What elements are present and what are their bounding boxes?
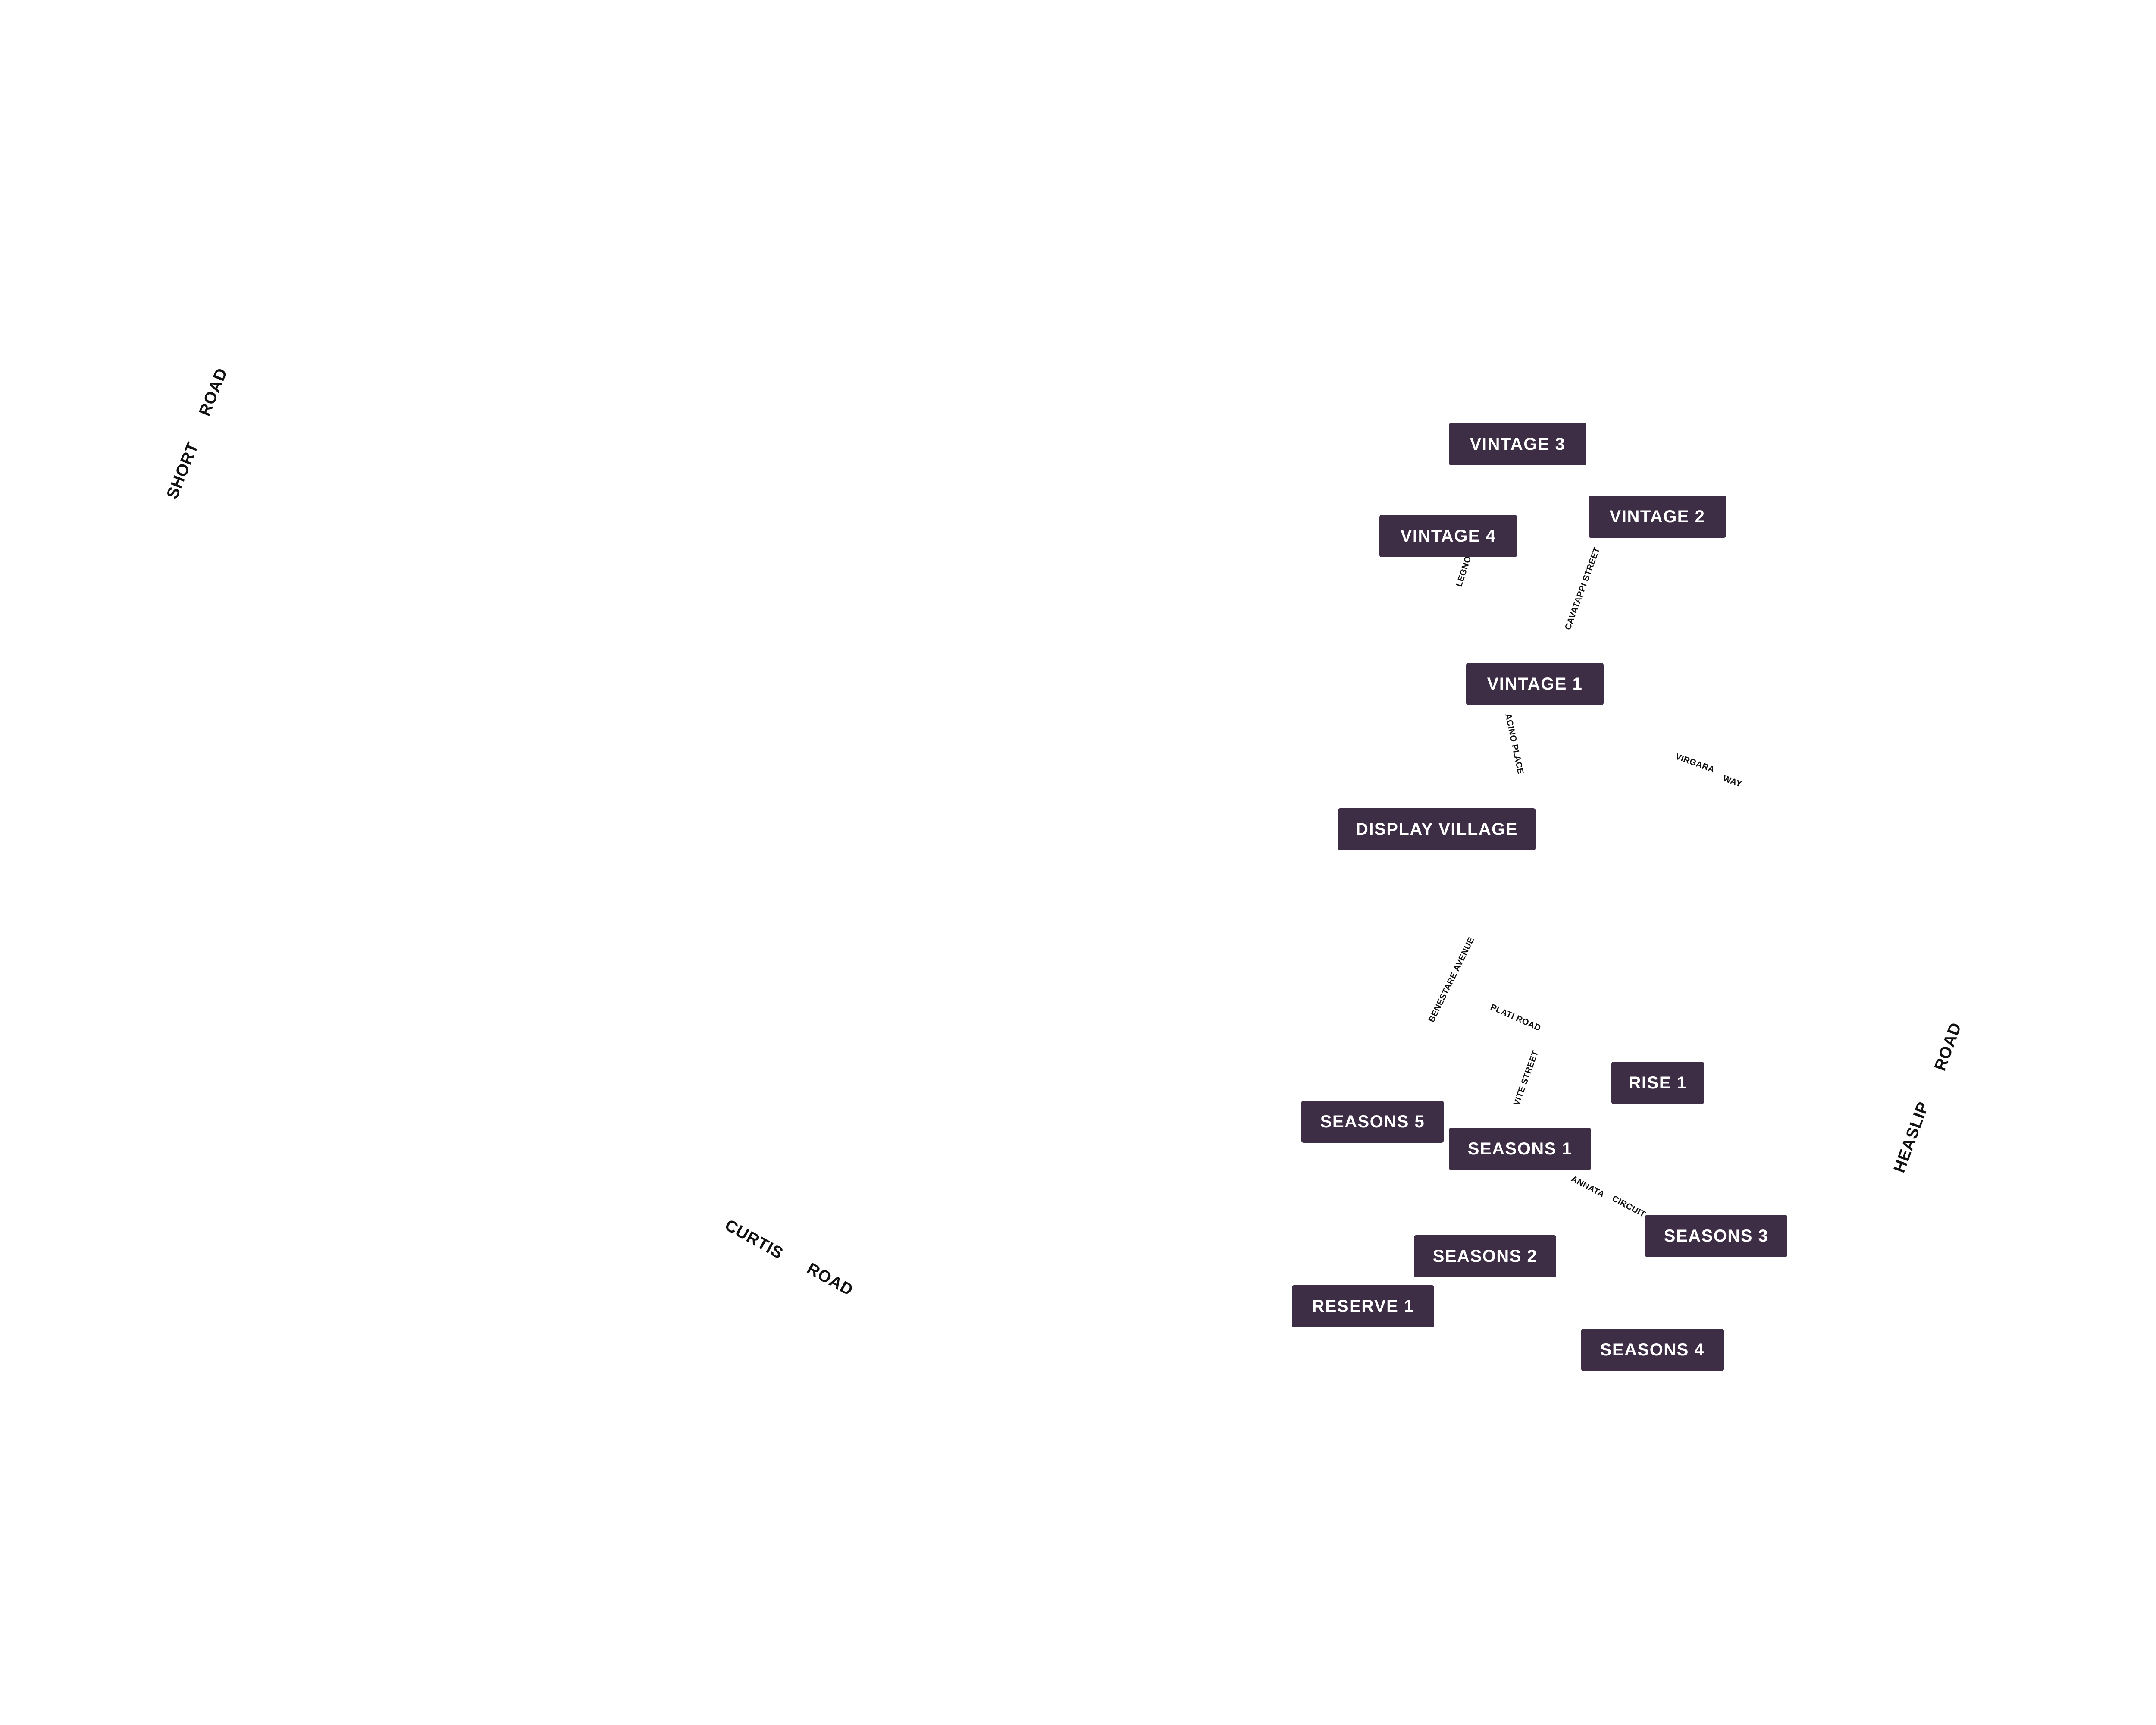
virgara-way-label-word2: WAY: [1721, 773, 1743, 790]
vite-street-label: VITE STREET: [1511, 1049, 1541, 1107]
heaslip-road-label-word1: HEASLIP: [1890, 1099, 1933, 1175]
stage-label-seasons-3[interactable]: SEASONS 3: [1645, 1215, 1787, 1257]
short-road-label-word1: SHORT: [163, 439, 203, 502]
stage-label-seasons-1[interactable]: SEASONS 1: [1449, 1128, 1591, 1170]
stage-label-rise-1[interactable]: RISE 1: [1611, 1062, 1704, 1104]
stage-label-vintage-2[interactable]: VINTAGE 2: [1589, 496, 1726, 538]
curtis-road-label-word2: ROAD: [804, 1259, 856, 1300]
cavatappi-street-label: CAVATAPPI STREET: [1563, 546, 1602, 631]
curtis-road-label-word1: CURTIS: [722, 1216, 787, 1263]
annata-circuit-label-word1: ANNATA: [1569, 1174, 1606, 1200]
plati-road-label: PLATI ROAD: [1489, 1002, 1542, 1033]
stage-label-display-village[interactable]: DISPLAY VILLAGE: [1338, 808, 1536, 850]
stage-label-seasons-5[interactable]: SEASONS 5: [1301, 1101, 1444, 1143]
stage-label-vintage-1[interactable]: VINTAGE 1: [1466, 663, 1604, 705]
legno-street-label: LEGNO: [1454, 555, 1473, 588]
stage-label-vintage-4[interactable]: VINTAGE 4: [1379, 515, 1517, 557]
annata-circuit-label-word2: CIRCUIT: [1610, 1194, 1647, 1220]
acino-place-label: ACINO PLACE: [1503, 712, 1526, 775]
stage-label-vintage-3[interactable]: VINTAGE 3: [1449, 423, 1586, 465]
heaslip-road-label-word2: ROAD: [1931, 1020, 1965, 1073]
short-road-label-word2: ROAD: [195, 365, 232, 419]
stage-label-seasons-4[interactable]: SEASONS 4: [1581, 1329, 1724, 1371]
benestare-avenue-label: BENESTARE AVENUE: [1426, 935, 1476, 1024]
stage-label-seasons-2[interactable]: SEASONS 2: [1414, 1235, 1556, 1277]
virgara-way-label-word1: VIRGARA: [1674, 752, 1716, 775]
stage-label-reserve-1[interactable]: RESERVE 1: [1292, 1285, 1434, 1327]
